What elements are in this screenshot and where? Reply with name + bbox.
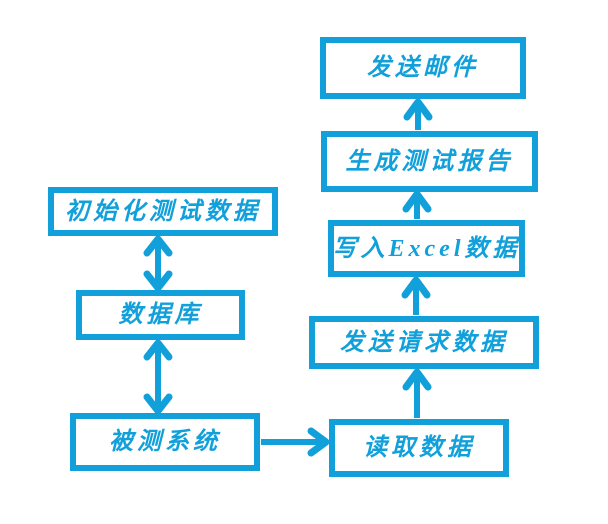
node-database: 数据库 [76,290,245,340]
node-init-test-data: 初始化测试数据 [48,187,278,236]
node-send-email: 发送邮件 [320,37,526,99]
edge-send-request-write-excel [401,276,431,315]
edge-write-excel-generate-report [402,190,432,219]
node-send-request: 发送请求数据 [309,316,539,369]
node-system-under-test: 被测系统 [70,413,260,471]
node-database-label: 数据库 [118,302,203,328]
node-read-data: 读取数据 [329,419,509,477]
node-read-data-label: 读取数据 [363,435,475,461]
edge-database-system-under-test [143,339,173,415]
edge-system-under-test-read-data [261,427,330,457]
node-system-under-test-label: 被测系统 [109,429,221,455]
node-write-excel: 写入Excel数据 [328,220,525,277]
edge-read-data-send-request [402,368,432,418]
edge-init-test-data-database [143,235,173,292]
node-generate-report-label: 生成测试报告 [345,148,514,175]
node-generate-report: 生成测试报告 [321,131,538,192]
edge-generate-report-send-email [403,98,433,130]
node-send-email-label: 发送邮件 [367,55,479,81]
node-init-test-data-label: 初始化测试数据 [65,198,261,225]
node-send-request-label: 发送请求数据 [340,329,508,356]
node-write-excel-label: 写入Excel数据 [332,235,521,262]
